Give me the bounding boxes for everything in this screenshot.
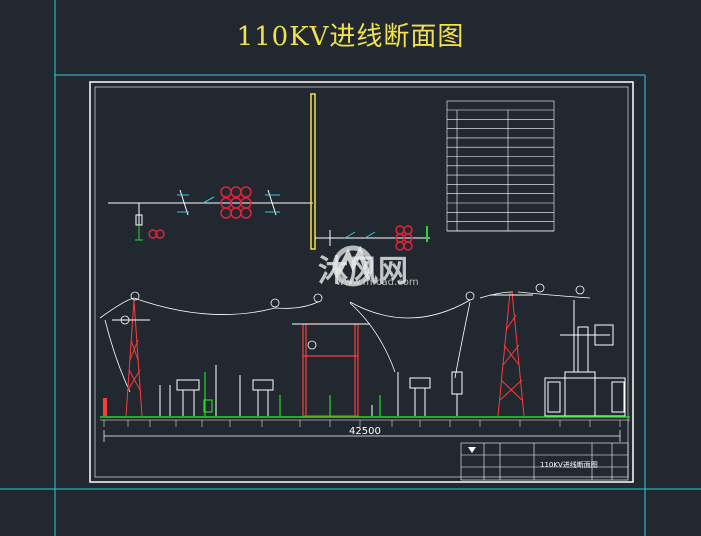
grounding <box>203 372 381 416</box>
equipment-table <box>446 100 555 232</box>
title-block <box>460 442 629 481</box>
total-dimension: 42500 <box>349 426 381 437</box>
mfcad-logo-icon <box>332 245 374 287</box>
gantry-left <box>112 299 150 417</box>
left-post <box>103 398 107 416</box>
transformer <box>544 300 626 417</box>
gantry-right <box>490 291 533 417</box>
watermark-brand: 沐风网 <box>318 254 408 289</box>
drawing-frame <box>89 81 634 483</box>
drawing-title: 110KV进线断面图 <box>236 22 465 52</box>
company-logo <box>468 447 476 453</box>
equipment-posts <box>159 365 463 416</box>
title-block-name: 110KV进线断面图 <box>540 461 598 469</box>
callouts <box>120 283 585 350</box>
dimension-line <box>103 430 621 442</box>
bus-bar <box>310 93 316 250</box>
single-line-diagram <box>108 93 430 251</box>
watermark-url: www.mfcad.com <box>336 277 419 288</box>
section-view <box>99 283 630 442</box>
